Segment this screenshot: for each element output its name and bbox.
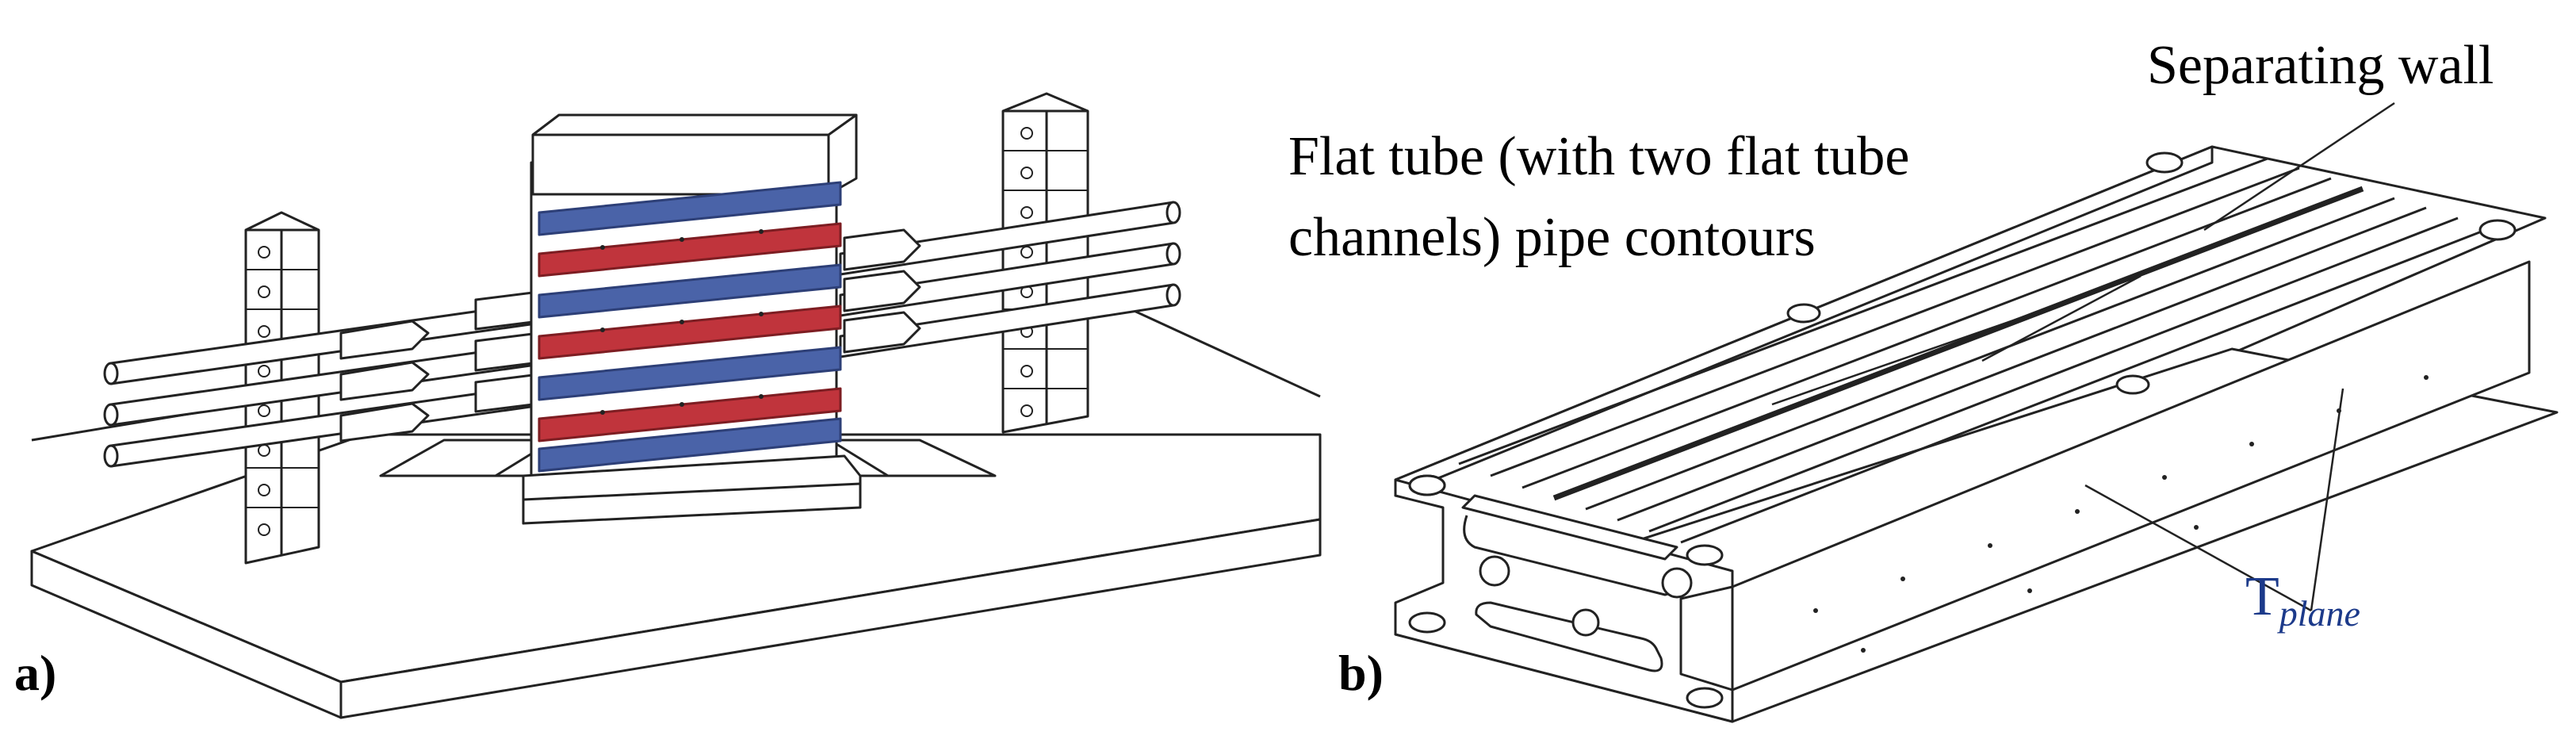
t-plane-label: Tplane xyxy=(2245,563,2360,648)
t-plane-subscript: plane xyxy=(2279,593,2360,634)
stack-bottom-cap xyxy=(522,454,862,525)
flat-tube-channels xyxy=(1458,157,2490,544)
t-plane-symbol: T xyxy=(2245,566,2279,627)
panel-b-label: b) xyxy=(1338,645,1384,701)
left-pipes xyxy=(103,290,549,468)
blue-layer xyxy=(538,346,842,401)
blue-layer xyxy=(538,181,842,236)
separating-wall-label: Separating wall xyxy=(2147,35,2494,96)
profile-end-face xyxy=(1394,474,1734,723)
panel-b-drawing xyxy=(1394,102,2559,723)
mounting-holes xyxy=(1408,151,2517,496)
cell-stack xyxy=(522,113,862,525)
stack-top-cap xyxy=(531,113,858,196)
red-layer xyxy=(538,305,842,360)
base-plate xyxy=(30,298,1322,719)
flat-tube-label-line1: Flat tube (with two flat tube xyxy=(1288,126,1910,187)
red-layer xyxy=(538,387,842,442)
red-layer xyxy=(538,222,842,278)
blue-layer xyxy=(538,263,842,319)
panel-a-drawing xyxy=(30,92,1322,719)
flat-tube-label-line2: channels) pipe contours xyxy=(1288,207,1816,268)
leader-lines xyxy=(1771,102,2395,612)
profile-side-web xyxy=(1731,260,2531,691)
blue-layer xyxy=(538,417,842,473)
panel-a-label: a) xyxy=(14,645,57,701)
